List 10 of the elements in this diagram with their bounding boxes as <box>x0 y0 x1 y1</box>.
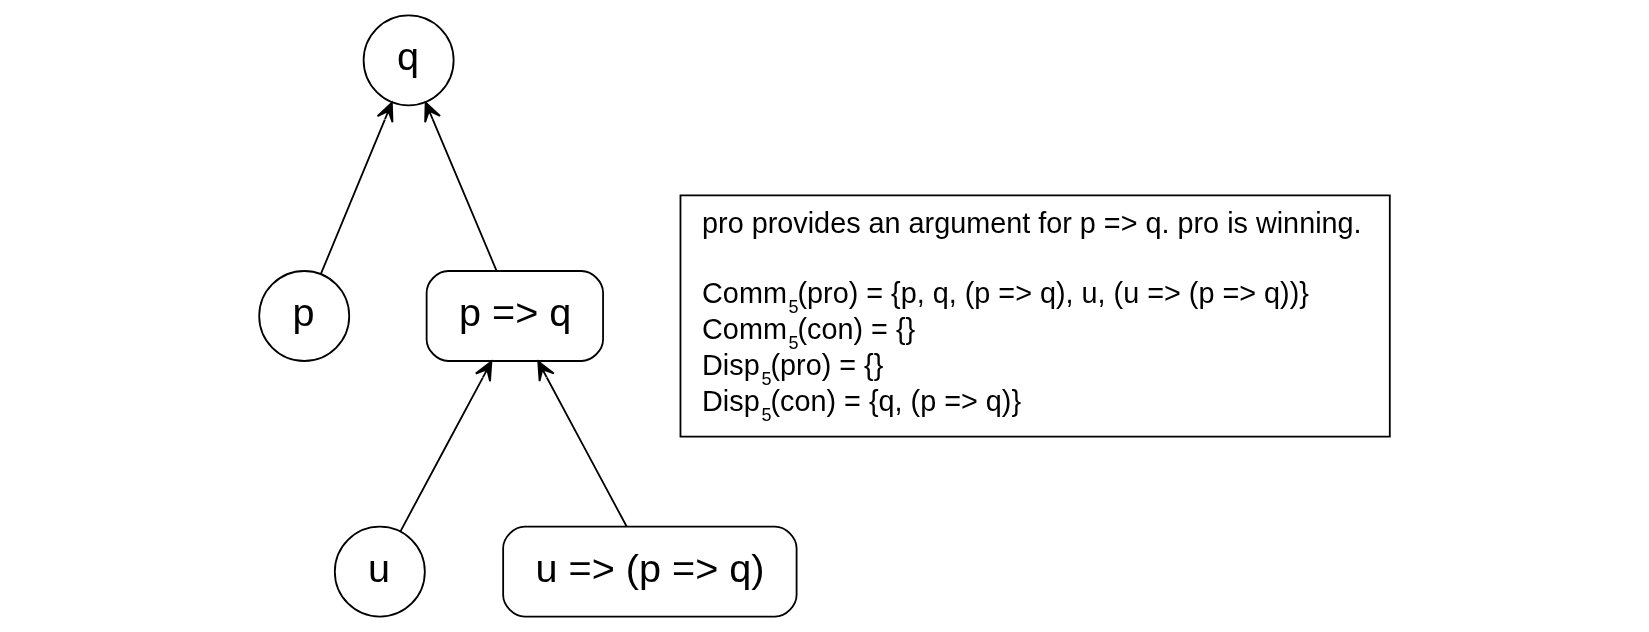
node-box: p => q <box>425 270 604 362</box>
node-circle: q <box>362 14 455 107</box>
arrow <box>537 360 628 528</box>
arrow <box>424 101 498 272</box>
node-circle: p <box>258 270 351 362</box>
node-box: u => (p => q) <box>502 525 798 618</box>
arrow <box>399 360 493 533</box>
arrow <box>320 101 394 275</box>
node-circle: u <box>333 525 426 618</box>
node-box: pro provides an argument for p => q. pro is winning. Comm$_{5}$(pro) = {p, q, (p => q), u, (u => (p => q))} Comm$_{5}$(con) = {} Disp$_{5}$(pro) = {} Disp$_{5}$(con) = {q, (p => q)} <box>679 194 1391 438</box>
